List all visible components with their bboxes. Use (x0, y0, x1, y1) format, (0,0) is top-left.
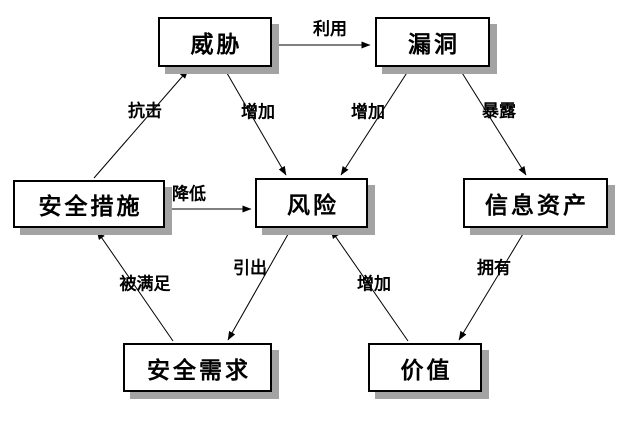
edge-increase-vuln-line (340, 67, 411, 176)
edge-label-derive: 引出 (233, 258, 267, 278)
edge-label-increase-vuln-risk: 增加 (351, 102, 385, 122)
edge-possess-line (458, 228, 527, 341)
edge-increase-value-line (330, 229, 409, 342)
node-value: 价值 (368, 343, 482, 392)
node-security-measure: 安全措施 (13, 180, 165, 228)
node-threat: 威胁 (158, 17, 272, 67)
edge-label-expose: 暴露 (482, 101, 516, 121)
edge-label-resist: 抗击 (128, 101, 162, 121)
edge-label-reduce: 降低 (172, 184, 206, 204)
edge-label-increase-threat-risk: 增加 (241, 102, 275, 122)
node-security-requirement: 安全需求 (123, 343, 272, 392)
edge-expose-line (458, 67, 527, 176)
edge-label-exploit: 利用 (313, 19, 347, 39)
node-risk: 风险 (255, 178, 368, 228)
node-vulnerability: 漏洞 (375, 17, 490, 67)
edge-label-possess: 拥有 (477, 258, 511, 278)
edge-satisfied-by-line (96, 230, 174, 342)
edge-derive-line (227, 228, 292, 341)
edge-increase-threat-line (223, 67, 287, 176)
edge-resist-line (93, 69, 189, 179)
edge-label-satisfied-by: 被满足 (119, 274, 171, 294)
node-information-asset: 信息资产 (463, 178, 608, 228)
edge-label-increase-value-risk: 增加 (357, 274, 391, 294)
